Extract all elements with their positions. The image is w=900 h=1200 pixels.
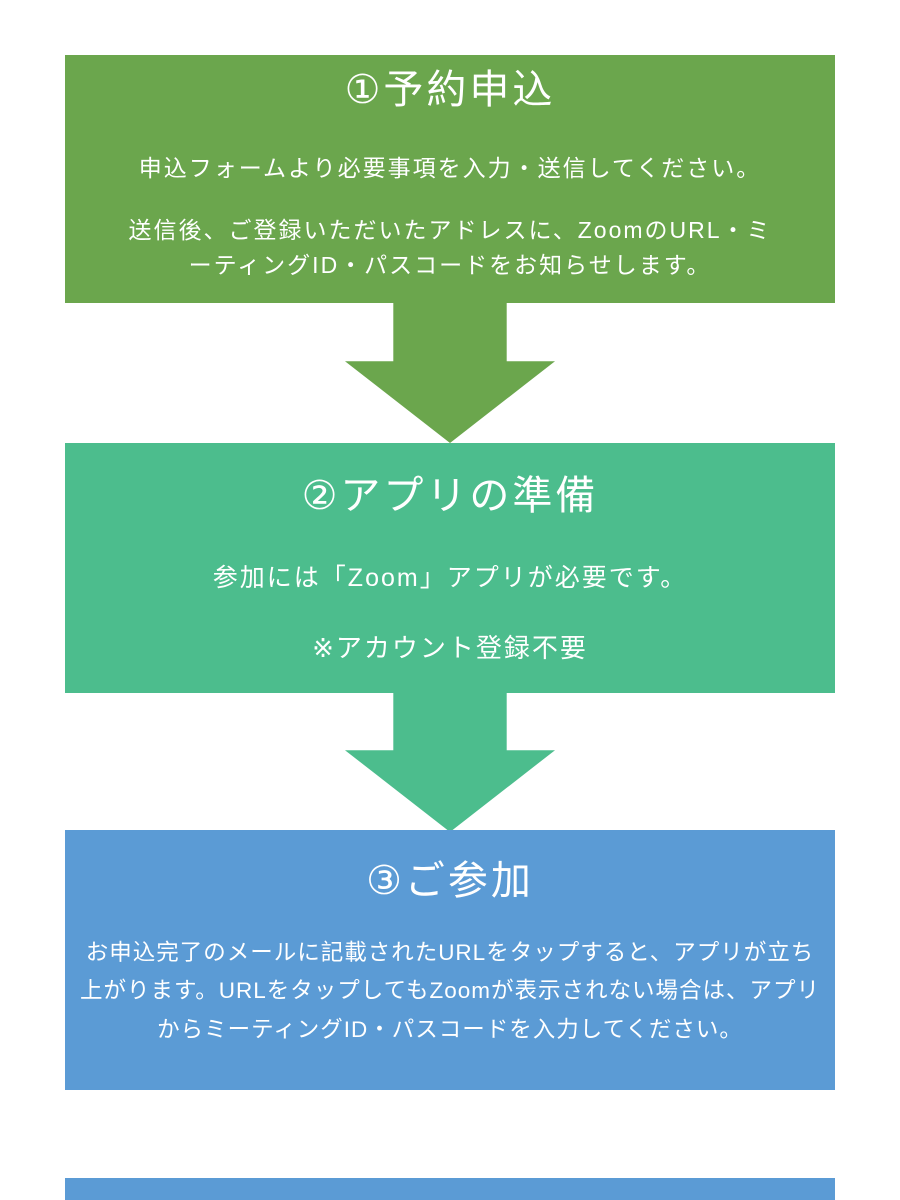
next-section-strip bbox=[65, 1178, 835, 1200]
step-2-paragraph-2: ※アカウント登録不要 bbox=[312, 632, 588, 663]
step-2-paragraph-1: 参加には「Zoom」アプリが必要です。 bbox=[212, 564, 688, 592]
step-1-box: ①予約申込 申込フォームより必要事項を入力・送信してください。 送信後、ご登録い… bbox=[65, 55, 835, 303]
step-2-box: ②アプリの準備 参加には「Zoom」アプリが必要です。 ※アカウント登録不要 bbox=[65, 443, 835, 693]
step-1-title: ①予約申込 bbox=[344, 68, 556, 112]
step-2-title: ②アプリの準備 bbox=[301, 474, 599, 518]
step-1-paragraph-1: 申込フォームより必要事項を入力・送信してください。 bbox=[138, 155, 762, 181]
step-3-paragraph-1: お申込完了のメールに記載されたURLをタップすると、アプリが立ち上がります。UR… bbox=[80, 940, 820, 1042]
step-1-paragraph-2: 送信後、ご登録いただいたアドレスに、ZoomのURL・ミーティングID・パスコー… bbox=[128, 216, 772, 279]
step-3-title: ③ご参加 bbox=[366, 859, 534, 903]
down-arrow-1-icon bbox=[345, 302, 555, 443]
down-arrow-2-icon bbox=[345, 691, 555, 832]
step-3-box: ③ご参加 お申込完了のメールに記載されたURLをタップすると、アプリが立ち上がり… bbox=[65, 830, 835, 1090]
